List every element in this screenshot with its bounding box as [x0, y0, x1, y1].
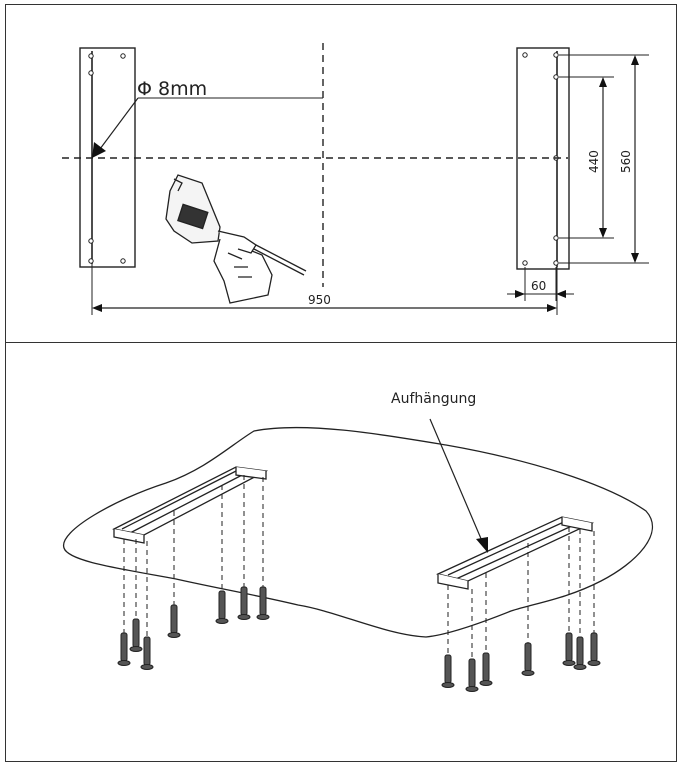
suspension-callout-leader	[429, 418, 483, 542]
suspension-callout-arrowhead	[476, 537, 488, 553]
screw-icon	[573, 636, 587, 670]
drill-diameter-label: Φ 8mm	[137, 78, 207, 100]
screw-icon	[129, 618, 143, 652]
screw-icon	[479, 652, 493, 686]
dim-560-label: 560	[619, 150, 633, 173]
screw-icon	[167, 604, 181, 638]
drilling-template-panel: Φ 8mm 440	[5, 4, 677, 343]
left-plate-holes	[88, 53, 126, 264]
screw-icons	[117, 586, 601, 692]
mounting-panel: Aufhängung	[5, 342, 677, 762]
dim-950-arrow-left	[92, 304, 102, 312]
dim-60-arrow-right	[556, 290, 566, 298]
drill-icon	[165, 174, 307, 304]
screw-icon	[521, 642, 535, 676]
screw-icon	[465, 658, 479, 692]
drill-label-leader	[96, 97, 139, 154]
dim-950-arrow-right	[547, 304, 557, 312]
dim-440-arrow-bottom	[599, 228, 607, 238]
dim-60-label: 60	[531, 279, 546, 293]
screw-icon	[117, 632, 131, 666]
drilling-template-drawing: Φ 8mm 440	[62, 43, 649, 315]
screw-icon	[256, 586, 270, 620]
screw-icon	[587, 632, 601, 666]
left-suspension-bracket	[112, 466, 269, 544]
mounting-drawing: Aufhängung	[63, 391, 653, 692]
screw-icon	[441, 654, 455, 688]
right-plate-holes	[522, 52, 559, 266]
screw-icon	[140, 636, 154, 670]
dim-440-label: 440	[587, 150, 601, 173]
dim-560-arrow-bottom	[631, 253, 639, 263]
dim-60-arrow-left	[515, 290, 525, 298]
screw-icon	[237, 586, 251, 620]
dim-560-arrow-top	[631, 55, 639, 65]
suspension-callout-label: Aufhängung	[391, 391, 476, 407]
right-bracket-plate	[516, 47, 570, 270]
dim-950-label: 950	[308, 293, 331, 307]
screw-guide-lines	[123, 475, 595, 659]
right-suspension-bracket	[436, 516, 595, 590]
screw-icon	[215, 590, 229, 624]
ceiling-outline	[63, 426, 653, 638]
screw-icon	[562, 632, 576, 666]
drill-label-arrowhead	[92, 142, 106, 158]
dim-440-arrow-top	[599, 77, 607, 87]
